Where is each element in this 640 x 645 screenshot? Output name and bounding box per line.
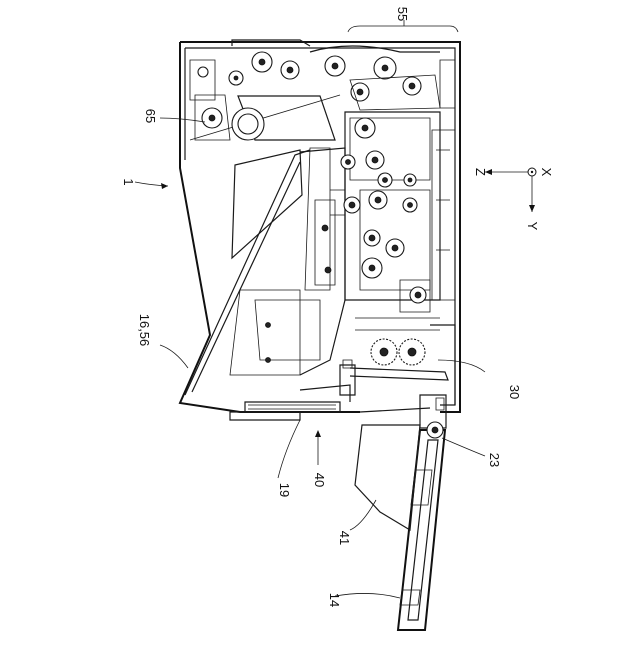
inclined-body xyxy=(185,148,345,395)
label-65: 65 xyxy=(143,109,158,123)
roller-row-55 xyxy=(190,40,455,110)
label-19: 19 xyxy=(277,483,292,497)
label-30: 30 xyxy=(507,385,522,399)
label-16-56: 16,56 xyxy=(137,314,152,347)
drive-mechanism xyxy=(341,112,455,312)
axis-label-x: X xyxy=(539,168,554,177)
leader-lines xyxy=(135,20,485,598)
label-55: 55 xyxy=(395,7,410,21)
label-14: 14 xyxy=(327,593,342,607)
label-1: 1 xyxy=(121,178,136,185)
reference-labels: 55 65 1 16,56 19 40 41 30 23 14 X Z Y xyxy=(121,7,554,607)
roller-pair-30 xyxy=(350,318,455,405)
label-40: 40 xyxy=(312,473,327,487)
axis-label-z: Z xyxy=(473,168,488,176)
label-41: 41 xyxy=(337,531,352,545)
axis-indicator xyxy=(485,168,536,212)
axis-label-y: Y xyxy=(525,222,540,231)
label-23: 23 xyxy=(487,453,502,467)
